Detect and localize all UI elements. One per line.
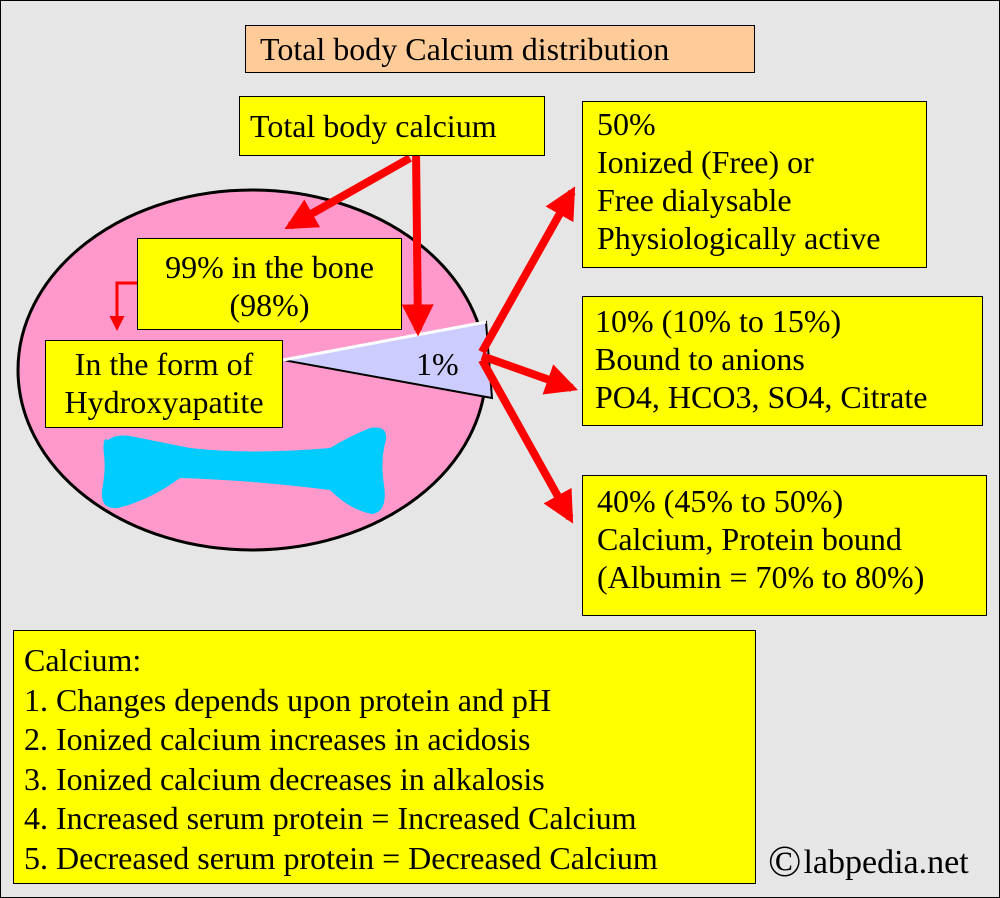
notes-heading: Calcium: bbox=[24, 642, 142, 678]
arrow-to-ionized bbox=[478, 186, 576, 354]
ionized-line: 50% bbox=[597, 106, 656, 142]
ionized-line: Free dialysable bbox=[597, 182, 792, 218]
notes-item: 4. Increased serum protein = Increased C… bbox=[24, 800, 637, 836]
notes-item: 1. Changes depends upon protein and pH bbox=[24, 681, 552, 718]
copyright-icon: © bbox=[768, 837, 802, 886]
bone-calcium-box: 99% in the bone (98%) bbox=[137, 238, 402, 330]
anion-line: Bound to anions bbox=[595, 341, 805, 377]
copyright-watermark: ©labpedia.net bbox=[768, 837, 969, 886]
arrow-bone-to-hydroxy bbox=[109, 281, 137, 331]
arrow-to-anion bbox=[480, 352, 579, 395]
anion-bound-box: 10% (10% to 15%) Bound to anions PO4, HC… bbox=[582, 296, 983, 426]
anion-line: 10% (10% to 15%) bbox=[595, 303, 842, 339]
calcium-notes-box: Calcium: 1. Changes depends upon protein… bbox=[13, 630, 756, 884]
notes-item: 2. Ionized calcium increases in acidosis bbox=[24, 721, 531, 757]
protein-bound-box: 40% (45% to 50%) Calcium, Protein bound … bbox=[582, 475, 987, 616]
bone-line-2: (98%) bbox=[229, 287, 310, 323]
protein-line: 40% (45% to 50%) bbox=[597, 483, 844, 519]
blood-fraction-label: 1% bbox=[416, 346, 459, 382]
diagram-title: Total body Calcium distribution bbox=[245, 25, 755, 73]
arrow-total-to-wedge bbox=[401, 149, 434, 337]
protein-line: Calcium, Protein bound bbox=[597, 521, 902, 557]
ionized-line: Physiologically active bbox=[597, 220, 881, 256]
bone-line-1: 99% in the bone bbox=[165, 249, 374, 285]
wedge-edge-line bbox=[282, 320, 487, 362]
hydroxy-line-2: Hydroxyapatite bbox=[64, 384, 264, 420]
protein-line: (Albumin = 70% to 80%) bbox=[597, 559, 925, 595]
arrow-to-protein bbox=[478, 358, 574, 524]
total-calcium-box: Total body calcium bbox=[239, 96, 545, 156]
hydroxy-line-1: In the form of bbox=[74, 346, 254, 382]
notes-item: 3. Ionized calcium decreases in alkalosi… bbox=[24, 760, 545, 797]
arrow-total-to-bone bbox=[284, 154, 412, 230]
notes-item: 5. Decreased serum protein = Decreased C… bbox=[24, 839, 658, 876]
ionized-line: Ionized (Free) or bbox=[597, 144, 814, 180]
bone-shape bbox=[101, 427, 387, 514]
copyright-text: labpedia.net bbox=[803, 844, 969, 881]
anion-line: PO4, HCO3, SO4, Citrate bbox=[595, 379, 928, 415]
ionized-calcium-box: 50% Ionized (Free) or Free dialysable Ph… bbox=[582, 101, 927, 268]
hydroxyapatite-box: In the form of Hydroxyapatite bbox=[45, 340, 283, 428]
